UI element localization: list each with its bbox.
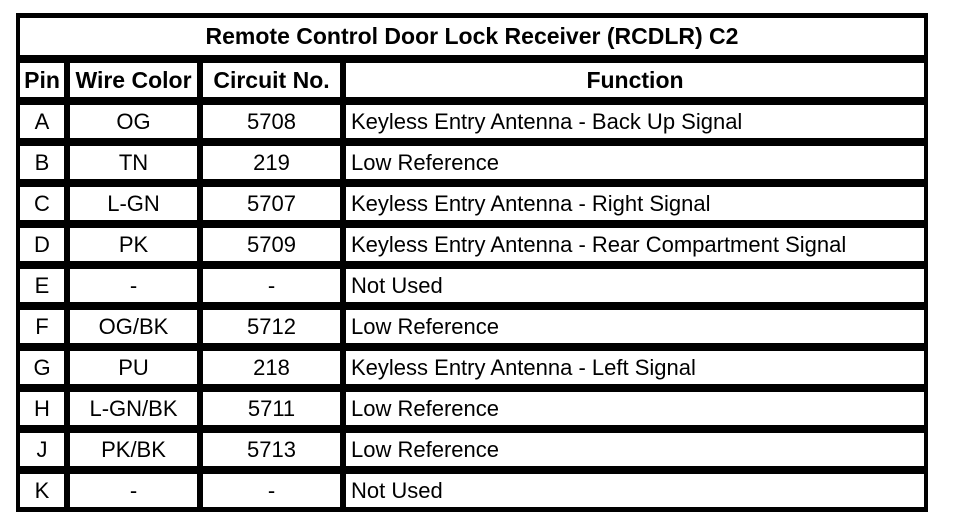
circuit-no-cell: 5707 [200, 183, 343, 224]
function-cell: Keyless Entry Antenna - Back Up Signal [343, 101, 927, 142]
function-cell: Keyless Entry Antenna - Rear Compartment… [343, 224, 927, 265]
wire-color-cell: PU [67, 347, 200, 388]
function-cell: Keyless Entry Antenna - Left Signal [343, 347, 927, 388]
pin-cell: G [17, 347, 67, 388]
pin-cell: A [17, 101, 67, 142]
table-row-pin-e: E - - Not Used [17, 265, 927, 306]
pin-cell: F [17, 306, 67, 347]
table-row-pin-j: J PK/BK 5713 Low Reference [17, 429, 927, 470]
table-row-pin-b: B TN 219 Low Reference [17, 142, 927, 183]
header-row: Pin Wire Color Circuit No. Function [17, 59, 927, 101]
pin-cell: E [17, 265, 67, 306]
column-header-wire-color: Wire Color [67, 59, 200, 101]
pin-cell: B [17, 142, 67, 183]
column-header-function: Function [343, 59, 927, 101]
wire-color-cell: PK [67, 224, 200, 265]
rcdlr-c2-pinout-table: Remote Control Door Lock Receiver (RCDLR… [16, 13, 928, 512]
wire-color-cell: OG/BK [67, 306, 200, 347]
pin-cell: C [17, 183, 67, 224]
function-cell: Low Reference [343, 429, 927, 470]
function-cell: Not Used [343, 470, 927, 511]
circuit-no-cell: - [200, 265, 343, 306]
wire-color-cell: - [67, 470, 200, 511]
function-cell: Low Reference [343, 142, 927, 183]
table-row-pin-c: C L-GN 5707 Keyless Entry Antenna - Righ… [17, 183, 927, 224]
function-cell: Low Reference [343, 306, 927, 347]
wire-color-cell: - [67, 265, 200, 306]
wire-color-cell: L-GN [67, 183, 200, 224]
wire-color-cell: PK/BK [67, 429, 200, 470]
table-row-pin-d: D PK 5709 Keyless Entry Antenna - Rear C… [17, 224, 927, 265]
circuit-no-cell: 219 [200, 142, 343, 183]
circuit-no-cell: 5713 [200, 429, 343, 470]
wire-color-cell: L-GN/BK [67, 388, 200, 429]
pin-cell: H [17, 388, 67, 429]
function-cell: Low Reference [343, 388, 927, 429]
table-row-pin-f: F OG/BK 5712 Low Reference [17, 306, 927, 347]
column-header-pin: Pin [17, 59, 67, 101]
wire-color-cell: OG [67, 101, 200, 142]
title-row: Remote Control Door Lock Receiver (RCDLR… [17, 14, 927, 59]
function-cell: Keyless Entry Antenna - Right Signal [343, 183, 927, 224]
table-row-pin-a: A OG 5708 Keyless Entry Antenna - Back U… [17, 101, 927, 142]
pin-cell: D [17, 224, 67, 265]
circuit-no-cell: 5711 [200, 388, 343, 429]
function-cell: Not Used [343, 265, 927, 306]
circuit-no-cell: 5712 [200, 306, 343, 347]
circuit-no-cell: 5709 [200, 224, 343, 265]
pin-cell: K [17, 470, 67, 511]
table-row-pin-k: K - - Not Used [17, 470, 927, 511]
circuit-no-cell: - [200, 470, 343, 511]
circuit-no-cell: 218 [200, 347, 343, 388]
pin-cell: J [17, 429, 67, 470]
circuit-no-cell: 5708 [200, 101, 343, 142]
table-title: Remote Control Door Lock Receiver (RCDLR… [17, 14, 927, 59]
column-header-circuit-no: Circuit No. [200, 59, 343, 101]
table-row-pin-g: G PU 218 Keyless Entry Antenna - Left Si… [17, 347, 927, 388]
table-row-pin-h: H L-GN/BK 5711 Low Reference [17, 388, 927, 429]
wire-color-cell: TN [67, 142, 200, 183]
